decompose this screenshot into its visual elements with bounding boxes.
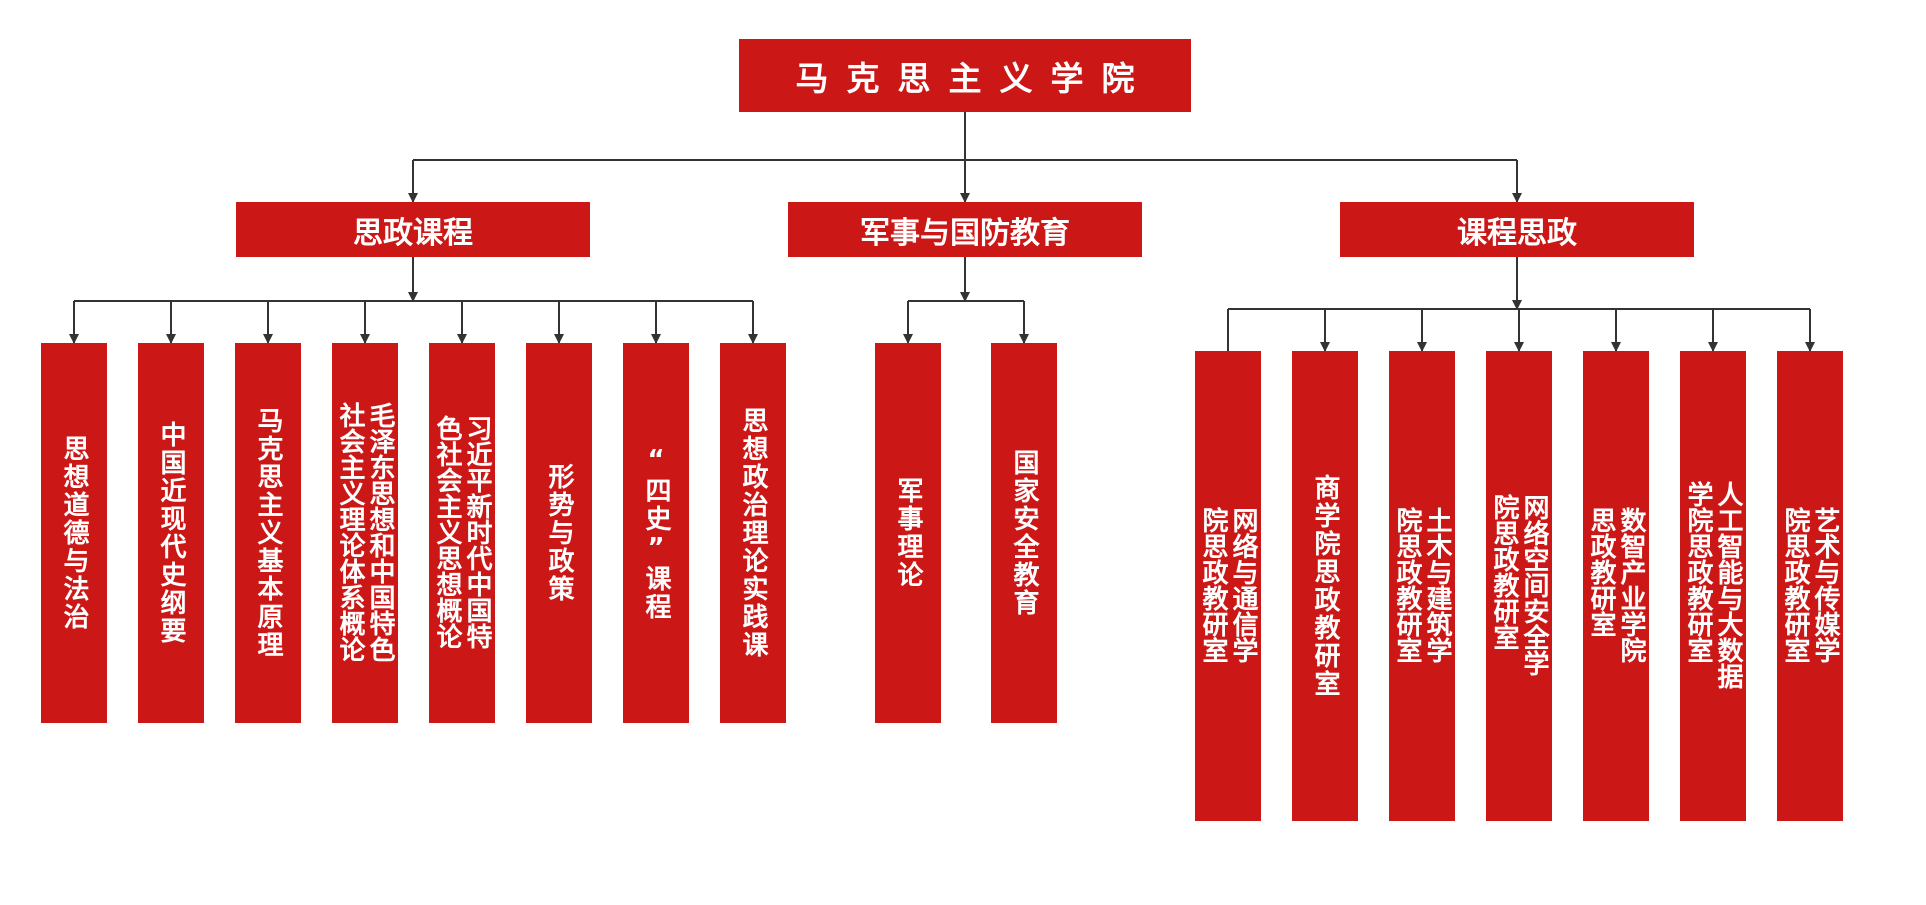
leaf-node: 艺术与传媒学院思政教研室 (1777, 351, 1843, 821)
leaf-node: 毛泽东思想和中国特色社会主义理论体系概论 (332, 343, 398, 723)
leaf-node: 思想道德与法治 (41, 343, 107, 723)
root-node: 马克思主义学院 (739, 39, 1191, 112)
leaf-node: 网络与通信学院思政教研室 (1195, 351, 1261, 821)
leaf-node: 思想政治理论实践课 (720, 343, 786, 723)
leaf-node: 国家安全教育 (991, 343, 1057, 723)
leaf-node: 习近平新时代中国特色社会主义思想概论 (429, 343, 495, 723)
leaf-node: 数智产业学院思政教研室 (1583, 351, 1649, 821)
leaf-node: 商学院思政教研室 (1292, 351, 1358, 821)
group-node-military-education: 军事与国防教育 (788, 202, 1142, 257)
leaf-node: 土木与建筑学院思政教研室 (1389, 351, 1455, 821)
leaf-node: 中国近现代史纲要 (138, 343, 204, 723)
leaf-node: 马克思主义基本原理 (235, 343, 301, 723)
leaf-node: “四史”课程 (623, 343, 689, 723)
group-node-curriculum-ideology: 课程思政 (1340, 202, 1694, 257)
leaf-node: 人工智能与大数据学院思政教研室 (1680, 351, 1746, 821)
leaf-node: 形势与政策 (526, 343, 592, 723)
leaf-node: 网络空间安全学院思政教研室 (1486, 351, 1552, 821)
leaf-node: 军事理论 (875, 343, 941, 723)
group-node-ideological-courses: 思政课程 (236, 202, 590, 257)
